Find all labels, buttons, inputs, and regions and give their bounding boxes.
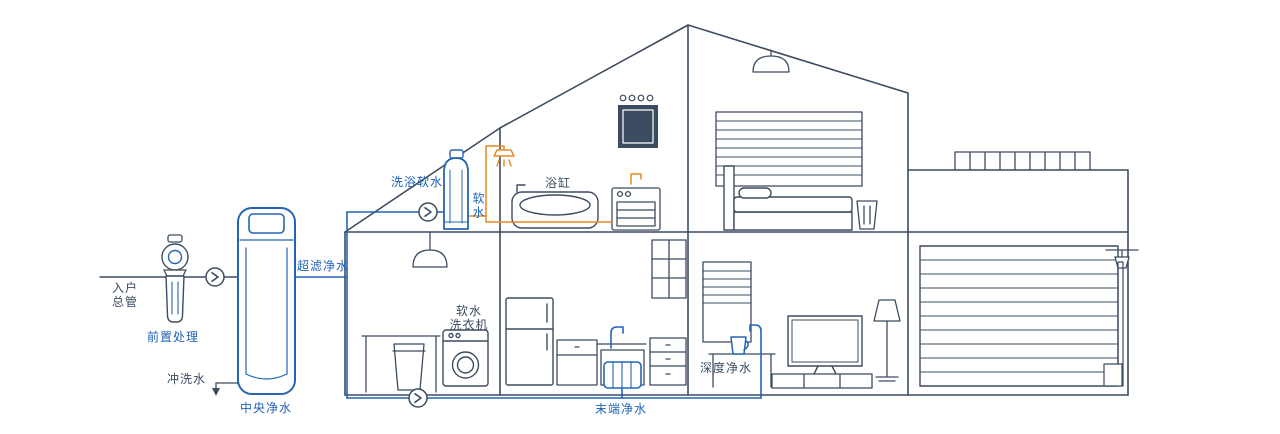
laundry-basket [392, 343, 426, 391]
vanity-tap [630, 173, 642, 185]
vanity-lights [619, 94, 654, 102]
flush-drain-arrow [212, 382, 239, 396]
hot-water-pipes [467, 145, 613, 223]
pre-treatment-device [161, 234, 189, 323]
dispenser-faucet [749, 324, 762, 399]
label-soft-water: 软水 [471, 192, 485, 220]
vanity-appliance [611, 187, 661, 231]
flow-arrow-terminal [408, 388, 428, 408]
label-bath-soft-water: 洗浴软水 [391, 175, 444, 189]
undersink-filter-device [603, 361, 642, 389]
label-bathtub: 浴缸 [545, 176, 572, 190]
tv [787, 315, 863, 375]
laundry-lamp [412, 231, 448, 268]
flow-arrow-softener [418, 202, 438, 222]
garage-door [919, 245, 1119, 387]
label-pre-treatment: 前置处理 [147, 330, 200, 344]
label-terminal-purify: 末端净水 [595, 402, 648, 416]
washing-machine [442, 329, 489, 387]
bedroom-blinds [715, 111, 863, 187]
softener-device [443, 149, 469, 230]
bedroom-ceiling-lamp [752, 49, 790, 73]
water-pitcher [730, 336, 749, 355]
sink-faucet [610, 326, 624, 349]
tv-cabinet [771, 373, 873, 389]
shower-head [493, 149, 515, 167]
radiator-cabinet [702, 261, 752, 343]
flow-arrow-inlet [205, 267, 225, 287]
mirror-cabinet [618, 105, 658, 148]
label-flush-water: 冲洗水 [167, 372, 207, 386]
kitchen-cabinet [556, 339, 598, 386]
bathtub [511, 184, 599, 229]
rain-downpipe [1103, 261, 1124, 387]
laundry-table [361, 335, 441, 393]
label-soft-washer: 软水 洗衣机 [449, 304, 489, 332]
label-deep-purify: 深度净水 [700, 361, 753, 375]
label-ultra-filtration: 超滤净水 [297, 259, 350, 273]
fridge [505, 297, 554, 386]
central-purifier-device [237, 207, 296, 395]
bed [723, 165, 853, 231]
label-central-purify: 中央净水 [240, 401, 293, 415]
kitchen-wall-cabinet [651, 239, 687, 299]
roof-railing [954, 151, 1091, 171]
house-structure [344, 24, 1129, 396]
label-inlet-main: 入户 总管 [112, 281, 139, 309]
floor-lamp [873, 299, 901, 382]
bedside-bin [856, 200, 878, 230]
drawer-unit [649, 337, 687, 386]
wall-lamp-bracket [1105, 249, 1139, 269]
